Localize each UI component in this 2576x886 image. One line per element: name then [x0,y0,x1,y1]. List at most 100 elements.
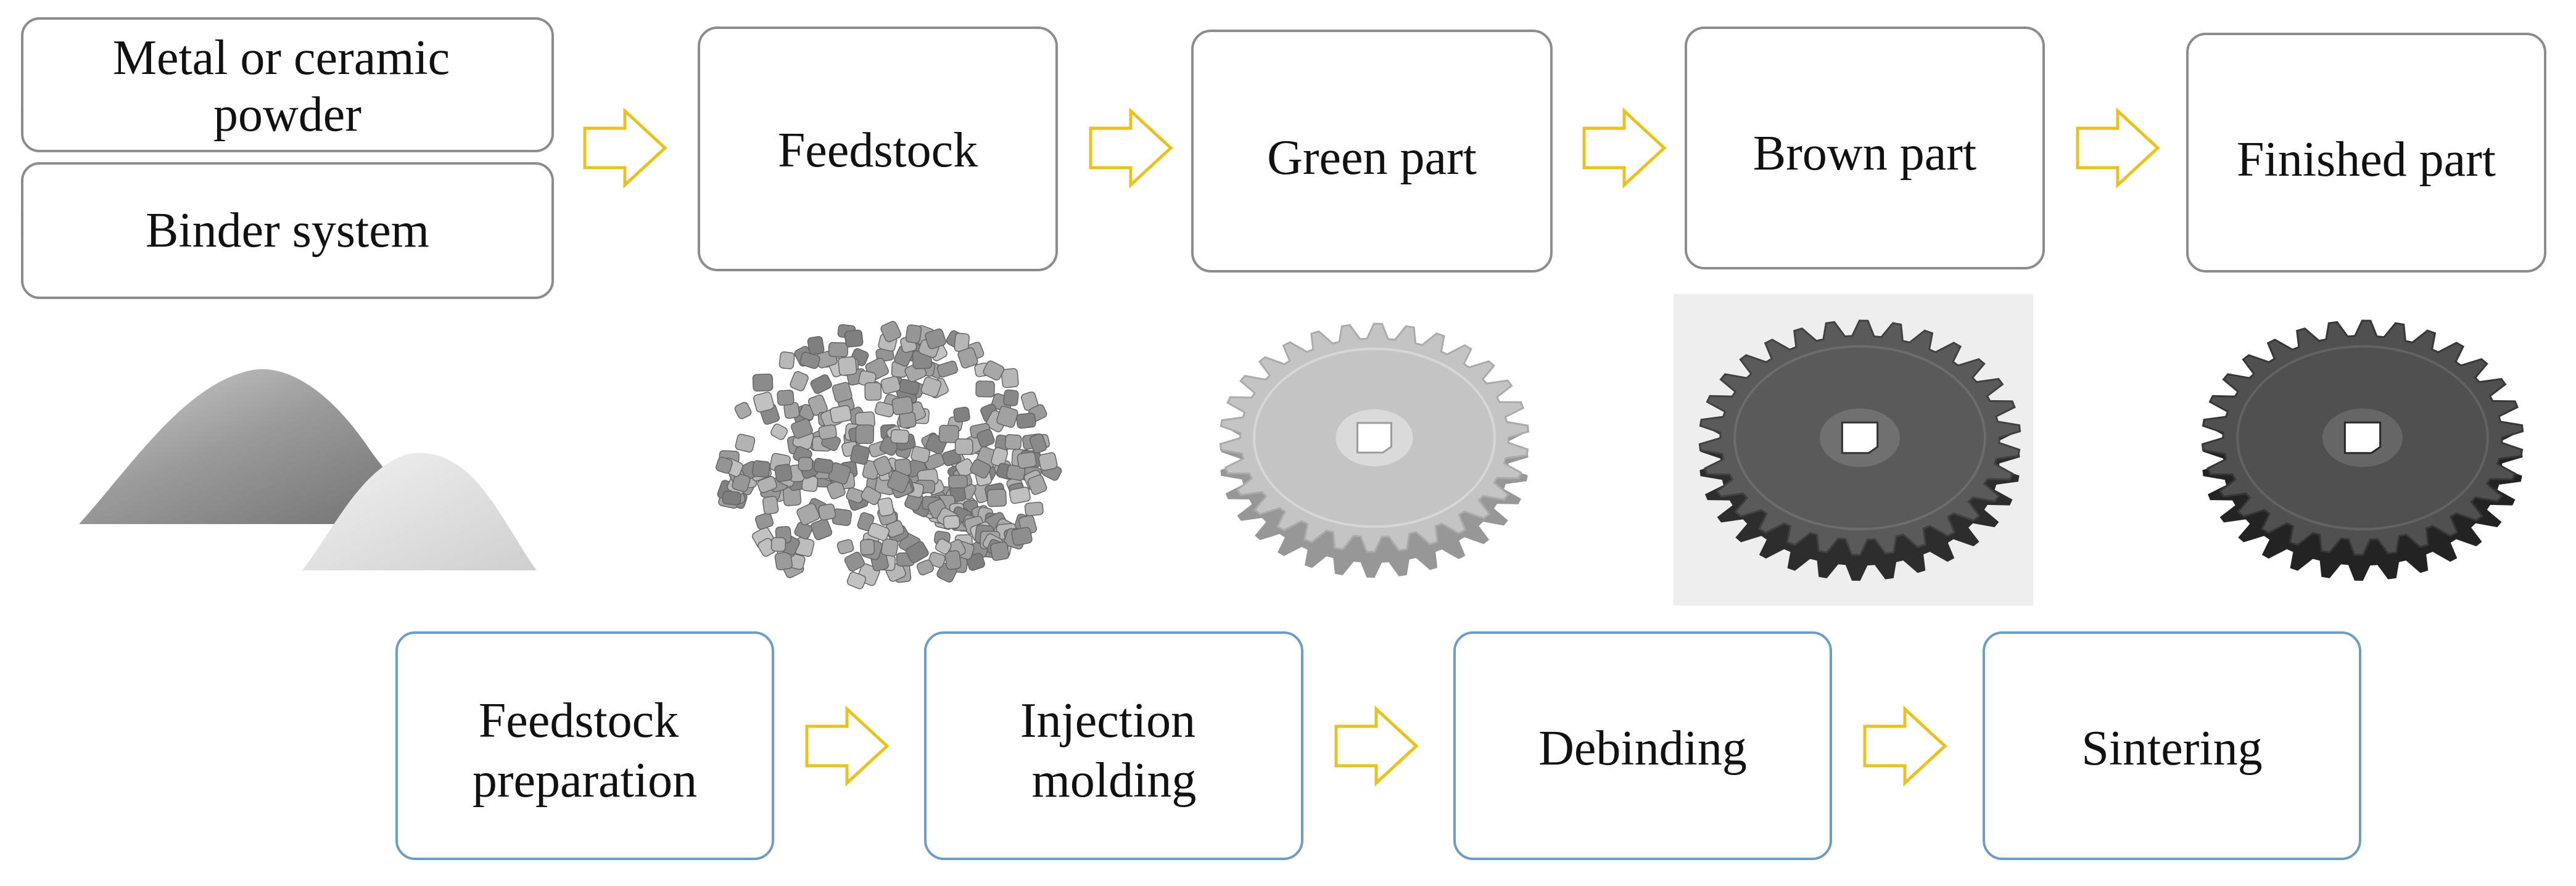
feedstock-pellet [762,496,779,515]
stage-label-feedstock: Feedstock [778,123,978,178]
feedstock-pellet [970,459,991,479]
feedstock-pellet [807,335,825,355]
feedstock-pellet [928,551,946,568]
stage-label-green-part: Green part [1267,131,1477,185]
feedstock-pellet [778,351,795,369]
feedstock-pellet [813,457,833,474]
feedstock-pellet [861,486,881,506]
feedstock-pellet [947,474,968,489]
feedstock-pellet [957,347,978,369]
feedstock-pellet [877,497,894,517]
feedstock-pellet [925,328,946,350]
feedstock-pellet [917,559,934,576]
binder-box [21,162,554,299]
powder-label-line-1: Metal or ceramic [113,31,450,85]
feedstock-pellet [953,406,970,423]
feedstock-pellet [844,551,865,572]
feedstock-pellet [890,429,910,444]
feedstock-pellet [777,390,795,406]
step-label-debinding: Debinding [1538,721,1747,776]
step-label-line-1: Feedstock [479,694,679,748]
feedstock-pellet [753,392,775,412]
feedstock-pellet [1024,501,1044,517]
feedstock-pellet [752,460,770,478]
feedstock-pellet [944,550,962,570]
powder-label-line-2: powder [213,88,361,142]
feedstock-pellet [1003,389,1019,406]
feedstock-pellet [798,457,813,472]
step-label-injection-molding: Injection molding [1020,694,1208,808]
step-label-line-2: molding [1032,753,1197,808]
feedstock-pellet [752,373,774,392]
feedstock-pellet [920,376,942,398]
green-gear-rim [1253,347,1496,528]
powder-pile-icon [79,369,537,570]
feedstock-pellet [832,382,852,403]
feedstock-pellet [838,356,857,376]
feedstock-pellet [1017,451,1037,469]
feedstock-pellet [770,424,788,440]
green-gear-bore [1356,422,1392,454]
feedstock-pellet [716,456,733,474]
brown-gear-image [1698,319,2021,581]
feedstock-pellet [855,424,875,445]
step-label-sintering: Sintering [2081,721,2262,776]
feedstock-pellet [1004,434,1022,450]
feedstock-pellet [1009,486,1031,504]
feedstock-pellet [935,538,952,555]
arrow-icon [1089,107,1173,189]
feedstock-pellet [790,371,809,392]
feedstock-pellet [891,396,914,416]
feedstock-pellet [818,424,837,440]
feedstock-pellet [943,515,960,530]
arrow-icon [1582,107,1667,189]
feedstock-pellet [810,374,832,394]
pellet-pile-icon [716,321,1062,589]
feedstock-pellet [975,380,995,398]
finished-gear-rim [2236,345,2489,531]
feedstock-pellet [910,446,931,464]
brown-gear-rim [1733,345,1986,531]
feedstock-pellet [880,538,899,557]
step-box-sintering [1983,631,2361,860]
feedstock-pellet [1027,474,1047,495]
feedstock-pellet [905,324,922,344]
stage-label-finished-part: Finished part [2237,133,2496,187]
feedstock-pellet [796,502,820,525]
feedstock-pellet [818,503,836,521]
feedstock-pellet [986,488,1007,507]
stage-box-feedstock [698,27,1058,271]
feedstock-pellet [996,406,1018,428]
feedstock-pellet [836,539,854,555]
feedstock-pellet [864,382,882,401]
feedstock-pellet [1006,464,1026,481]
feedstock-pellet [1038,452,1058,471]
feedstock-pellet [860,539,875,556]
step-label-line-2: preparation [473,753,697,808]
feedstock-pellet [774,551,793,571]
feedstock-pellet [880,321,902,343]
feedstock-pellet [991,447,1009,467]
powder-pile-light [302,453,537,570]
feedstock-pellet [1029,433,1047,454]
finished-gear-bore [2343,421,2382,454]
feedstock-pellet [811,519,833,541]
feedstock-pellet [846,572,867,589]
finished-gear-image [2201,319,2524,581]
arrow-icon [805,705,890,787]
powder-box [21,17,554,152]
feedstock-pellet [770,536,786,552]
feedstock-pellet [799,351,820,369]
feedstock-pellet [983,360,1005,381]
arrow-icon [1863,705,1947,787]
step-box-feedstock-preparation [395,631,774,860]
feedstock-pellet [1001,368,1019,388]
arrow-icon [1334,705,1419,787]
stage-box-brown-part [1685,27,2045,269]
feedstock-pellet [873,456,893,477]
feedstock-pellet [722,490,741,506]
stage-box-green-part [1191,30,1553,273]
step-box-injection-molding [924,631,1303,860]
